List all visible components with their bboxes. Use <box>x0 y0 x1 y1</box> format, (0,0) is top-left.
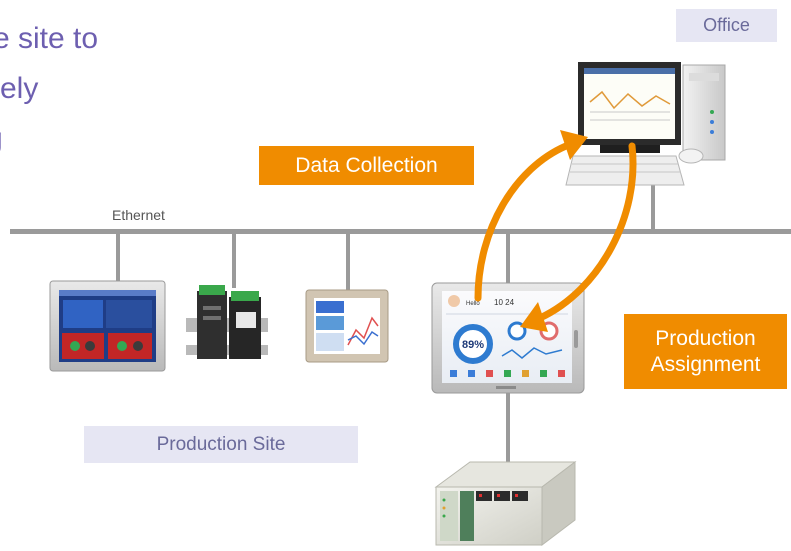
production-site-label: Production Site <box>84 426 358 463</box>
headline-line-3: g <box>0 114 180 164</box>
ethernet-label: Ethernet <box>112 207 165 223</box>
hmi-gauge-value: 89% <box>462 339 484 351</box>
headline: tire site to ely g <box>0 14 180 164</box>
production-assignment-line-2: Assignment <box>650 352 761 376</box>
hmi-clock-text: 10 24 <box>494 298 515 307</box>
production-assignment-label: Production Assignment <box>624 314 787 389</box>
headline-line-2: ely <box>0 72 39 105</box>
headline-line-1: tire site to <box>0 22 99 55</box>
data-collection-label: Data Collection <box>259 146 474 185</box>
data-collection-arrow <box>474 130 588 302</box>
hmi-panel-wide-icon <box>49 280 166 372</box>
hmi-panel-featured-icon: Hello 10 24 89% <box>431 282 585 394</box>
office-computer-icon <box>565 62 726 186</box>
office-label: Office <box>676 9 777 42</box>
hmi-panel-small-icon <box>305 289 389 363</box>
production-assignment-line-1: Production <box>655 326 756 350</box>
ethernet-line <box>10 185 791 462</box>
io-module-icon <box>186 285 268 359</box>
svg-text:Hello: Hello <box>466 301 480 307</box>
production-assignment-arrow <box>520 142 637 332</box>
plc-rack-icon <box>434 460 577 547</box>
